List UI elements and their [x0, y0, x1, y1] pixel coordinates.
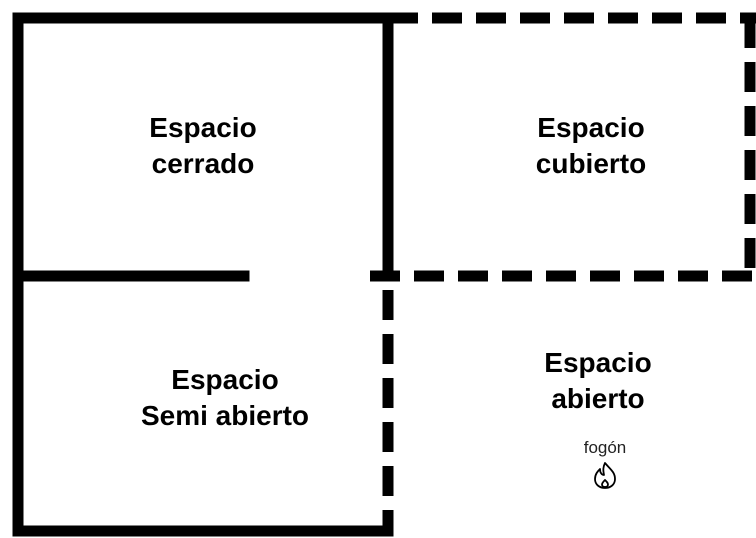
open-space-label-line2: abierto — [551, 383, 644, 414]
open-space-label-line1: Espacio — [544, 347, 651, 378]
dashed-boundaries — [370, 12, 756, 531]
fire-icon — [594, 462, 616, 489]
covered-space-label-line1: Espacio — [537, 112, 644, 143]
closed-space-label-line2: cerrado — [152, 148, 255, 179]
solid-walls — [12, 12, 394, 537]
semi-open-space-label-line2: Semi abierto — [141, 400, 309, 431]
fire-label: fogón — [584, 438, 627, 457]
closed-space-label-line1: Espacio — [149, 112, 256, 143]
covered-space-label-line2: cubierto — [536, 148, 646, 179]
semi-open-space-label-line1: Espacio — [171, 364, 278, 395]
